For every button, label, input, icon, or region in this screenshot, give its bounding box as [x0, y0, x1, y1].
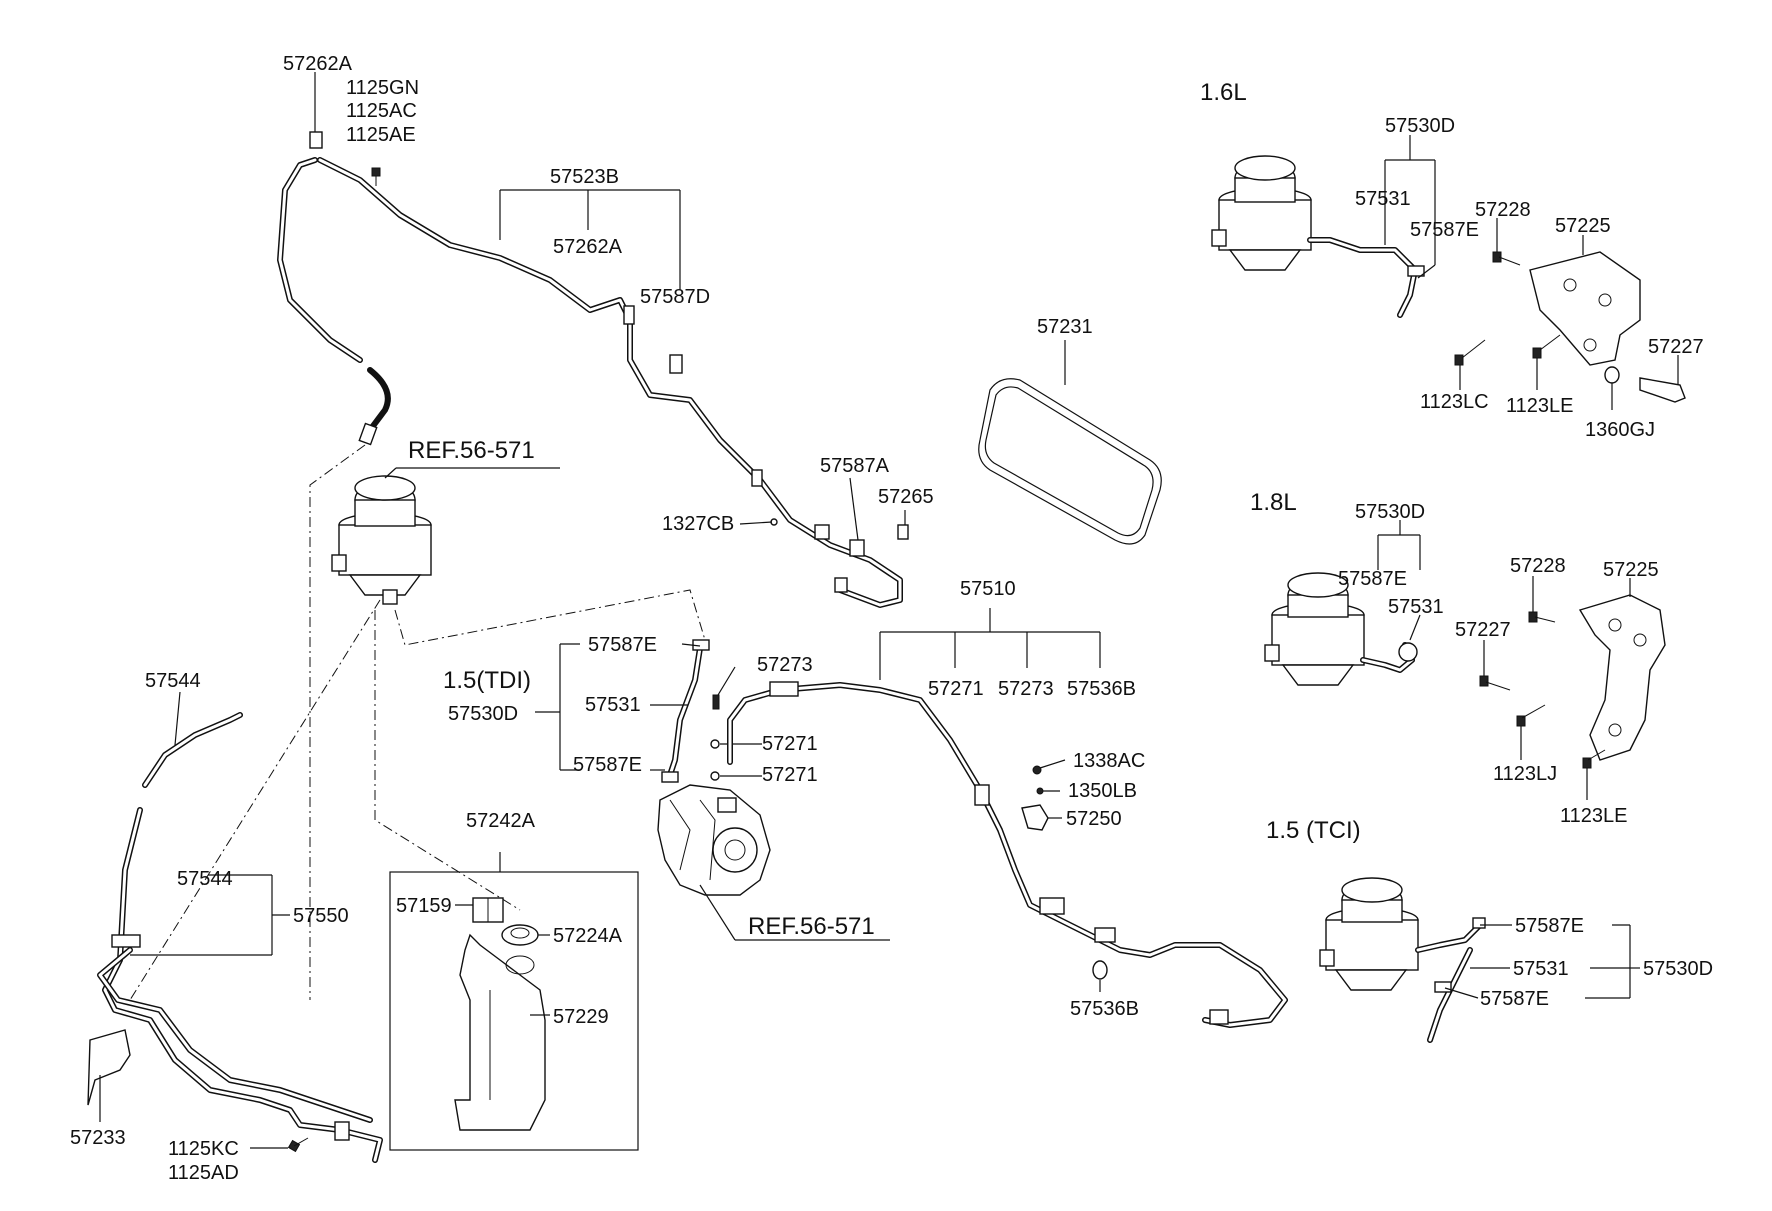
- bolt-57273: [712, 694, 720, 710]
- label-57587A: 57587A: [820, 455, 890, 477]
- label-57228-16: 57228: [1475, 199, 1531, 221]
- variant-1-5-TCI: [1319, 877, 1640, 1043]
- label-57225-18: 57225: [1603, 559, 1659, 581]
- label-1123LC: 1123LC: [1420, 391, 1489, 413]
- label-57550: 57550: [293, 905, 349, 927]
- label-57531-18: 57531: [1388, 596, 1444, 618]
- clamp-57262A-mid: [623, 305, 635, 325]
- label-57530D-tci: 57530D: [1643, 958, 1713, 980]
- label-57262A-top: 57262A: [283, 53, 353, 75]
- label-1125AE: 1125AE: [346, 124, 416, 146]
- suction-line-assembly: [129, 72, 909, 1001]
- tdi-hose-set: [535, 639, 762, 783]
- callout-labels: 57262A 1125GN 1125AC 1125AE 57523B 57262…: [70, 53, 1713, 1184]
- label-1327CB: 1327CB: [662, 513, 734, 535]
- bolt-1125GN: [371, 167, 381, 177]
- label-57273-b: 57273: [998, 678, 1054, 700]
- label-57271-c: 57271: [928, 678, 984, 700]
- label-57587E-tdi-b: 57587E: [573, 754, 642, 776]
- washer-1360GJ: [1604, 366, 1620, 384]
- clip-57587D: [669, 354, 683, 374]
- mount-box-57242A: [389, 852, 639, 1151]
- nut-1338AC: [1032, 765, 1042, 775]
- label-1350LB: 1350LB: [1068, 780, 1137, 802]
- return-tube-assembly-57550: [87, 807, 383, 1163]
- label-57227-16: 57227: [1648, 336, 1704, 358]
- label-57227-18: 57227: [1455, 619, 1511, 641]
- label-57587E-tci-a: 57587E: [1515, 915, 1584, 937]
- label-REF-top: REF.56-571: [408, 437, 535, 464]
- label-57262A-mid: 57262A: [553, 236, 623, 258]
- variant-1-8L: [1264, 520, 1666, 800]
- bracket-57233: [87, 1029, 131, 1106]
- hose-57544: [142, 712, 243, 788]
- label-57273-a: 57273: [757, 654, 813, 676]
- clamp-57262A: [309, 131, 323, 149]
- bolt-57227-18: [1479, 675, 1489, 687]
- label-57242A: 57242A: [466, 810, 536, 832]
- label-57229: 57229: [553, 1006, 609, 1028]
- drive-belt-57231: [978, 340, 1162, 545]
- clip-57265: [897, 524, 909, 540]
- label-57159: 57159: [396, 895, 452, 917]
- label-57225-16: 57225: [1555, 215, 1611, 237]
- label-57531-tdi: 57531: [585, 694, 641, 716]
- variant-1-6L: [1211, 135, 1686, 410]
- label-57536B-b: 57536B: [1070, 998, 1139, 1020]
- label-57530D-18: 57530D: [1355, 501, 1425, 523]
- label-57228-18: 57228: [1510, 555, 1566, 577]
- label-57233: 57233: [70, 1127, 126, 1149]
- label-1125KC: 1125KC: [168, 1138, 239, 1160]
- label-57587D: 57587D: [640, 286, 710, 308]
- label-57271-b: 57271: [762, 764, 818, 786]
- label-1123LJ: 1123LJ: [1493, 763, 1557, 785]
- label-1360GJ: 1360GJ: [1585, 419, 1655, 441]
- label-REF-bottom: REF.56-571: [748, 913, 875, 940]
- label-1338AC: 1338AC: [1073, 750, 1145, 772]
- label-57510: 57510: [960, 578, 1016, 600]
- label-57250: 57250: [1066, 808, 1122, 830]
- label-1-8L-title: 1.8L: [1250, 489, 1297, 516]
- label-57587E-16: 57587E: [1410, 219, 1479, 241]
- label-1123LE-18: 1123LE: [1560, 805, 1627, 827]
- label-57531-tci: 57531: [1513, 958, 1569, 980]
- label-57271-a: 57271: [762, 733, 818, 755]
- pressure-hose-57510: [727, 608, 1288, 1028]
- label-1125AD: 1125AD: [168, 1162, 239, 1184]
- bracket-57225-18: [1578, 594, 1666, 761]
- label-TCI-title: 1.5 (TCI): [1266, 817, 1361, 844]
- o-ring-57536B: [1092, 960, 1108, 980]
- bracket-57225-16: [1529, 251, 1641, 366]
- label-1123LE-16: 1123LE: [1506, 395, 1573, 417]
- label-57530D-tdi: 57530D: [448, 703, 518, 725]
- label-57587E-tdi-a: 57587E: [588, 634, 657, 656]
- power-steering-pump-ref: [657, 784, 890, 941]
- label-57536B-a: 57536B: [1067, 678, 1136, 700]
- label-57587E-tci-b: 57587E: [1480, 988, 1549, 1010]
- label-57587E-18: 57587E: [1338, 568, 1407, 590]
- label-57531-16: 57531: [1355, 188, 1411, 210]
- label-57544-b: 57544: [177, 868, 233, 890]
- label-TDI-title: 1.5(TDI): [443, 667, 531, 694]
- label-57265: 57265: [878, 486, 934, 508]
- reservoir-ref: [331, 475, 432, 605]
- label-57231: 57231: [1037, 316, 1093, 338]
- label-57530D-16: 57530D: [1385, 115, 1455, 137]
- label-1-6L-title: 1.6L: [1200, 79, 1247, 106]
- label-57544-a: 57544: [145, 670, 201, 692]
- label-57224A: 57224A: [553, 925, 623, 947]
- washer-1350LB: [1036, 787, 1044, 795]
- label-57523B: 57523B: [550, 166, 619, 188]
- bolt-57227-16: [1639, 377, 1686, 403]
- label-1125AC: 1125AC: [346, 100, 417, 122]
- bracket-57250: [1021, 804, 1049, 831]
- leader-lines: [499, 189, 906, 541]
- bracket-57229: [454, 933, 546, 1131]
- label-1125GN: 1125GN: [346, 77, 419, 99]
